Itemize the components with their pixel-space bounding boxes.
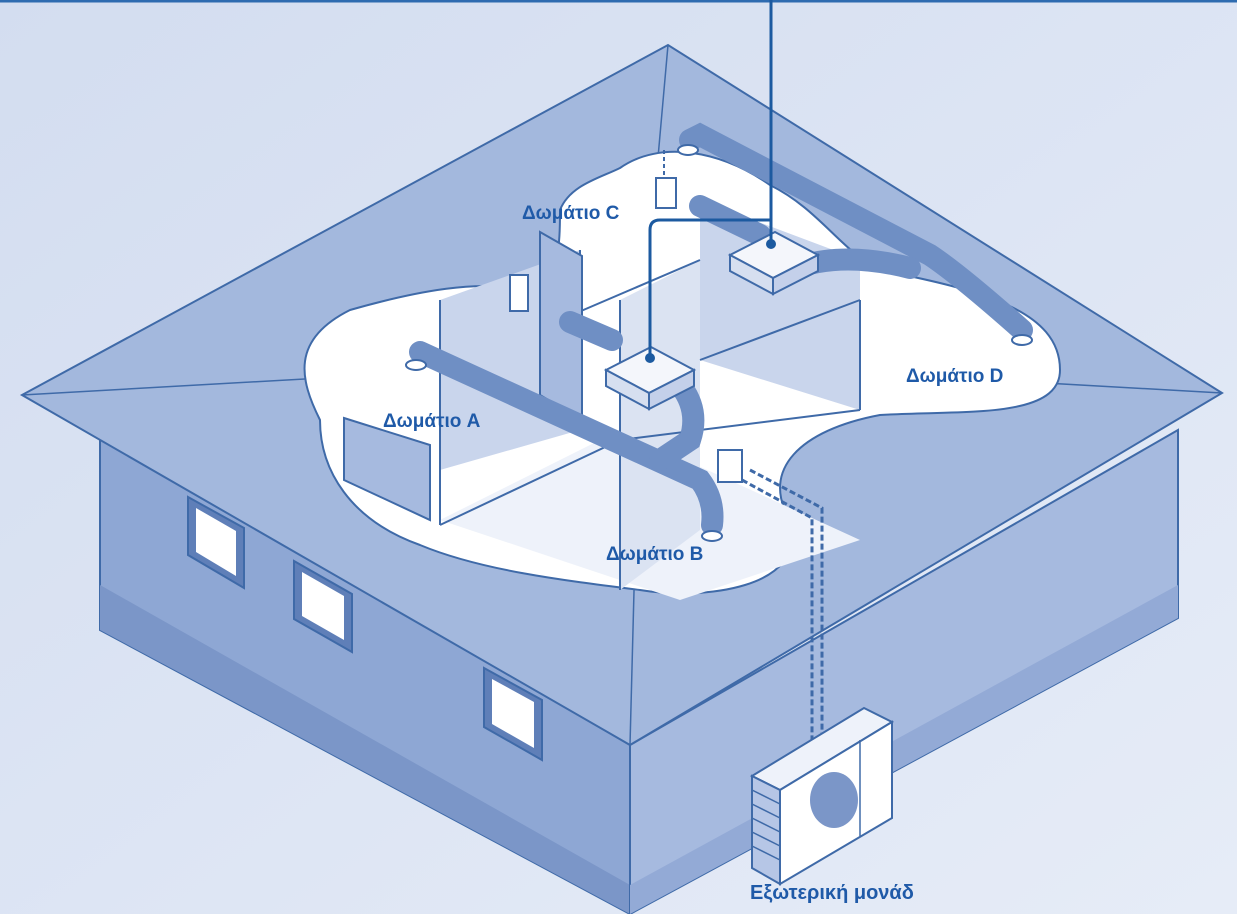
indoor-unit-c: [727, 230, 821, 296]
refrigerant-line: [749, 468, 824, 790]
wall-controller: [655, 177, 677, 209]
window: [293, 559, 353, 654]
leader-dot: [645, 353, 655, 363]
leader-dot: [766, 239, 776, 249]
room-c-label: Δωμάτιο C: [522, 203, 620, 224]
room-a-label: Δωμάτιο A: [383, 411, 481, 432]
partition-board: [343, 416, 431, 522]
left-foundation: [100, 585, 630, 914]
window: [187, 495, 245, 590]
outdoor-unit-label: Εξωτερική μονάδ: [750, 882, 914, 904]
room-d-label: Δωμάτιο D: [906, 366, 1004, 387]
outdoor-unit: [749, 706, 895, 886]
window: [483, 666, 543, 762]
indoor-unit-b: [603, 345, 697, 411]
duct-outlets: [405, 144, 1033, 542]
room-b-label: Δωμάτιο B: [606, 544, 704, 565]
thermostat: [717, 449, 743, 483]
wall-controller: [509, 274, 529, 312]
interior-wall-shade: [620, 260, 700, 590]
